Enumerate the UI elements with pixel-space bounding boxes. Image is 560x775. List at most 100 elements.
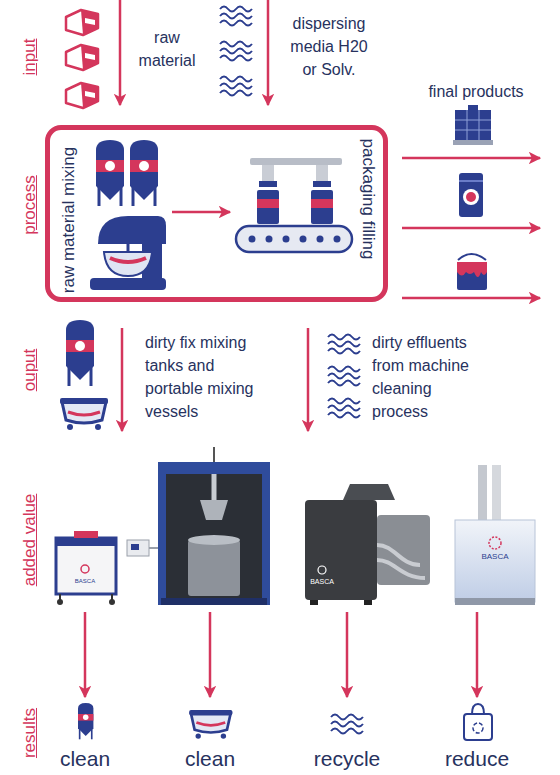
waste-compactor xyxy=(492,465,501,523)
cleaning-cabinet xyxy=(161,598,267,605)
filling-machine xyxy=(300,236,307,243)
solvent-recycler xyxy=(364,600,372,605)
filling-machine xyxy=(317,236,324,243)
filling-machine xyxy=(257,199,279,208)
filling-machine xyxy=(334,236,341,243)
washer-cart xyxy=(56,531,116,605)
effluent-icons xyxy=(328,399,360,418)
dirty-tank-icon xyxy=(66,320,94,386)
control-panel xyxy=(127,540,158,556)
washer-cart xyxy=(56,538,116,546)
flow-arrow xyxy=(402,297,540,300)
waste-compactor xyxy=(455,598,535,605)
reduce-bag-icon xyxy=(464,714,492,740)
cleaning-cabinet xyxy=(200,500,228,520)
reduce-bag-icon xyxy=(464,704,492,740)
reduce-bag-icon xyxy=(473,723,483,733)
flow-arrow xyxy=(209,612,212,697)
solvent-recycler xyxy=(305,500,377,600)
stage-label: ouput xyxy=(20,349,40,392)
ibc-tank-icon xyxy=(468,105,478,110)
cleaning-cabinet xyxy=(188,540,240,596)
solvent-recycler xyxy=(377,560,425,578)
paint-can-icon xyxy=(457,262,487,277)
machine-logo: BASCA xyxy=(310,578,334,586)
washer-cart xyxy=(81,565,89,573)
dispersing-media-icons xyxy=(220,42,252,61)
solvent-recycler xyxy=(343,484,395,500)
ibc-tank-icon xyxy=(455,110,491,140)
effluent-icons xyxy=(328,335,360,418)
filling-machine xyxy=(262,165,274,181)
waste-compactor xyxy=(478,465,487,523)
stage-label: process xyxy=(20,175,40,235)
flow-arrow xyxy=(84,612,87,697)
drum-icon xyxy=(466,192,476,202)
filling-machine xyxy=(259,181,277,187)
machine-logo: BASCA xyxy=(75,578,95,585)
raw-material-icons xyxy=(66,45,98,70)
washer-cart xyxy=(74,531,98,538)
recycle-waves-icon xyxy=(331,715,363,734)
cleaning-cabinet xyxy=(166,474,262,598)
filling-machine xyxy=(313,181,331,187)
flow-arrow xyxy=(402,227,540,230)
filling-machine xyxy=(283,236,290,243)
ibc-tank-icon xyxy=(453,140,493,145)
raw-material-icons xyxy=(66,83,98,108)
dirty-vessel-icon xyxy=(60,398,108,430)
ibc-tank-icon xyxy=(453,105,493,145)
cleaning-cabinet xyxy=(188,535,240,545)
flow-arrow xyxy=(85,612,477,697)
flow-arrow xyxy=(476,612,479,697)
filling-machine xyxy=(311,199,333,208)
machine-logo: BASCA xyxy=(481,552,508,562)
filling-machine xyxy=(316,165,328,181)
flow-arrow xyxy=(402,158,540,298)
raw-material-icons xyxy=(66,10,98,35)
stage-label: added value xyxy=(20,494,40,587)
solvent-recycler xyxy=(318,566,326,574)
stand-mixer xyxy=(90,216,166,290)
clean-tank-icon xyxy=(78,703,93,739)
filling-machine xyxy=(250,158,342,165)
stand-mixer xyxy=(110,258,146,262)
waste-compactor xyxy=(455,520,535,602)
flow-arrow xyxy=(346,612,349,697)
clean-tank-icon xyxy=(78,703,93,739)
waste-compactor xyxy=(455,465,535,605)
input-label: raw material xyxy=(128,26,206,72)
effluent-icons xyxy=(328,367,360,386)
flow-arrow xyxy=(120,0,268,105)
washer-cart xyxy=(56,538,116,594)
cleaning-cabinet xyxy=(213,447,215,462)
cleaning-cabinet xyxy=(158,447,270,605)
drum-icon xyxy=(463,189,479,205)
solvent-recycler xyxy=(310,600,318,605)
control-panel xyxy=(131,544,139,550)
storage-silos xyxy=(96,140,158,206)
process-step: packaging filling xyxy=(360,139,377,260)
drum-icon xyxy=(459,173,483,217)
clean-vessel-icon xyxy=(189,710,232,739)
flow-arrow xyxy=(172,211,230,214)
clean-vessel-icon xyxy=(189,710,232,739)
dirty-vessel-icon xyxy=(60,398,108,430)
drum-icon xyxy=(459,173,483,217)
dispersing-media-icons xyxy=(220,77,252,96)
dirty-tank-icon xyxy=(66,320,94,386)
process-step: raw material mixing xyxy=(60,147,77,293)
solvent-recycler xyxy=(377,515,430,585)
cleaning-cabinet xyxy=(212,474,217,500)
recycle-waves-icon xyxy=(331,715,363,734)
effluent-icons xyxy=(328,335,360,354)
result-label: recycle xyxy=(314,746,381,771)
stage-label: input xyxy=(20,39,40,76)
input-label: dispersing media H20 or Solv. xyxy=(284,12,374,81)
flow-arrow xyxy=(122,328,308,431)
storage-silos xyxy=(96,140,124,206)
